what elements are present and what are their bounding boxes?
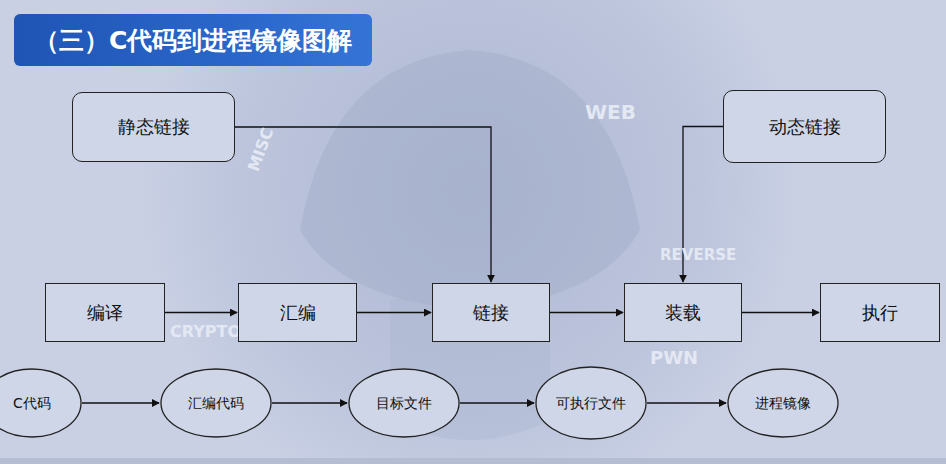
ellipse-shape [161, 369, 271, 437]
flow-arrow [742, 312, 819, 313]
node-label: 链接 [473, 302, 509, 324]
watermark-text: PWN [650, 347, 698, 368]
data-ellipse: 进程镜像 [727, 368, 839, 438]
node-label: 执行 [862, 302, 898, 324]
node-label: 静态链接 [118, 116, 190, 138]
watermark-text: CRYPTO [170, 322, 241, 341]
ellipse-shape [0, 369, 81, 437]
flow-arrow [357, 312, 431, 313]
flow-arrow [235, 127, 491, 282]
node-label: 汇编代码 [188, 395, 244, 412]
node-label: 目标文件 [376, 395, 432, 412]
data-ellipse: C代码 [0, 368, 82, 438]
data-ellipse: 汇编代码 [160, 368, 272, 438]
watermark-text: WEB [585, 100, 636, 124]
process-box: 汇编 [238, 283, 357, 342]
flow-arrow [272, 402, 347, 403]
globe-glow [140, 0, 800, 464]
node-label: 汇编 [280, 302, 316, 324]
slide-title: （三）C代码到进程镜像图解 [14, 14, 372, 66]
node-label: 动态链接 [769, 116, 841, 138]
link-type-box: 静态链接 [72, 92, 235, 162]
ellipse-shape [349, 369, 459, 437]
link-type-box: 动态链接 [723, 90, 886, 163]
node-label: 装载 [665, 302, 701, 324]
flow-arrow [647, 402, 726, 403]
hood-figure [300, 50, 640, 310]
ellipse-shape [728, 369, 838, 437]
node-label: C代码 [13, 395, 51, 412]
data-ellipse: 可执行文件 [535, 366, 647, 440]
watermark-text: REVERSE [660, 246, 736, 264]
bottom-bar [0, 458, 946, 464]
process-box: 装载 [624, 283, 742, 342]
node-label: 进程镜像 [755, 395, 811, 412]
process-box: 执行 [820, 283, 940, 342]
node-label: 编译 [87, 302, 123, 324]
flow-arrow [82, 402, 159, 403]
process-box: 链接 [432, 283, 550, 342]
node-label: 可执行文件 [556, 395, 626, 412]
process-box: 编译 [45, 283, 165, 342]
watermark-text: MISC [244, 125, 277, 174]
flow-arrow [550, 312, 623, 313]
flow-arrow [460, 402, 534, 403]
ellipse-shape [536, 367, 646, 439]
flow-arrow [165, 312, 237, 313]
data-ellipse: 目标文件 [348, 368, 460, 438]
